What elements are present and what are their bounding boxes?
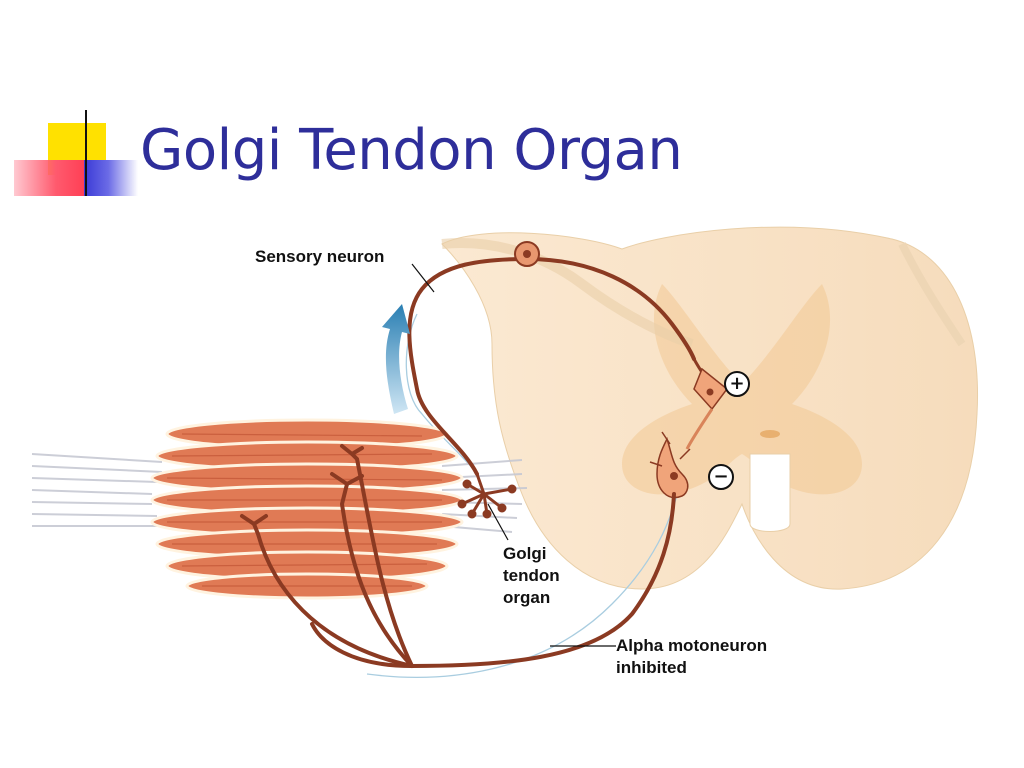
ornament-blue-bar <box>84 160 138 196</box>
label-golgi-line1: Golgi <box>503 544 547 563</box>
label-golgi-line2: tendon <box>503 566 560 585</box>
slide-title: Golgi Tendon Organ <box>140 118 683 183</box>
label-alpha-line2: inhibited <box>616 658 687 677</box>
alpha-motoneuron <box>649 431 691 499</box>
diagram-panel: Sensory neuron Golgi tendon organ Alpha … <box>22 204 988 694</box>
motor-axon <box>240 444 676 669</box>
label-golgi-line3: organ <box>503 588 551 607</box>
dorsal-root-ganglion <box>514 241 540 267</box>
interneuron <box>685 358 729 450</box>
spinal-cord <box>441 226 979 590</box>
inhibitory-synapse-sign: − <box>708 464 734 490</box>
afferent-signal-arrow <box>382 304 410 414</box>
label-alpha-line1: Alpha motoneuron <box>616 636 768 655</box>
leader-lines <box>411 263 616 647</box>
sensory-neuron <box>407 256 696 476</box>
reflex-diagram <box>31 226 979 678</box>
ornament-divider-line <box>85 110 87 196</box>
ornament-red-bar <box>14 160 90 196</box>
golgi-tendon-organ <box>457 472 517 519</box>
muscle-belly <box>31 418 528 600</box>
label-sensory-neuron: Sensory neuron <box>255 247 385 266</box>
label-golgi-tendon-organ: Golgi tendon organ <box>503 543 560 609</box>
excitatory-synapse-sign: + <box>724 371 750 397</box>
slide-ornament <box>0 0 160 210</box>
label-alpha-motoneuron: Alpha motoneuron inhibited <box>616 635 767 679</box>
